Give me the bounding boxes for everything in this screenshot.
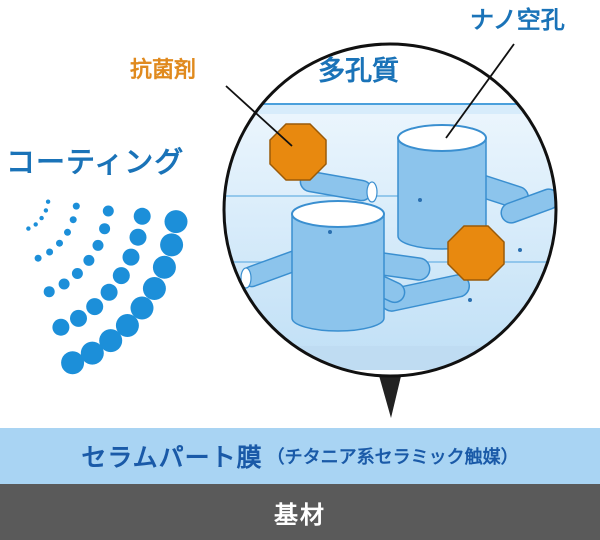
- spray-dot: [43, 208, 49, 213]
- base-label: 基材: [274, 500, 326, 529]
- spray-dot: [92, 239, 104, 251]
- spray-dot: [86, 298, 104, 316]
- spray-dot: [99, 223, 111, 235]
- nanopore-leader: [445, 43, 515, 139]
- coating-label: コーティング: [6, 145, 185, 179]
- spray-dot: [58, 278, 70, 290]
- magnified-lens: [222, 42, 558, 378]
- film-name: セラムパート膜: [81, 443, 263, 472]
- antibacterial-leader: [225, 85, 293, 147]
- film-band: セラムパート膜 （チタニア系セラミック触媒）: [0, 428, 600, 484]
- base-band: 基材: [0, 484, 600, 540]
- dot-spray-icon: [26, 199, 188, 375]
- spray-dot: [26, 226, 31, 231]
- spray-dot: [46, 248, 54, 256]
- pore-cylinder: [397, 124, 487, 250]
- spray-dot: [164, 210, 188, 234]
- spray-dot: [122, 248, 140, 266]
- porous-label: 多孔質: [318, 56, 399, 87]
- spray-dot: [33, 222, 38, 227]
- spray-dot: [130, 296, 154, 320]
- spray-dot: [70, 309, 87, 327]
- spray-dot: [102, 205, 114, 217]
- spray-dot: [83, 254, 95, 266]
- film-description: （チタニア系セラミック触媒）: [266, 447, 519, 468]
- spray-dot: [43, 286, 55, 298]
- spray-dot: [61, 351, 85, 375]
- spray-dot: [152, 255, 176, 279]
- pointer-cone-icon: [378, 372, 402, 418]
- spray-dot: [52, 318, 70, 336]
- spray-dot: [39, 215, 44, 221]
- antibacterial-label: 抗菌剤: [130, 58, 197, 83]
- spray-dot: [112, 267, 130, 285]
- spray-dot: [115, 314, 139, 337]
- octagon-icon: [269, 123, 327, 181]
- spray-dot: [64, 228, 71, 236]
- spray-dot: [71, 268, 83, 279]
- pore-cylinder: [291, 200, 385, 332]
- nanopore-label: ナノ空孔: [470, 6, 565, 34]
- octagon-icon: [447, 225, 505, 281]
- spray-dot: [72, 202, 80, 210]
- spray-dot: [160, 233, 184, 257]
- spray-dot: [100, 283, 118, 301]
- spray-dot: [80, 341, 104, 365]
- spray-dot: [34, 254, 42, 262]
- spray-dot: [69, 216, 77, 224]
- spray-dot: [142, 277, 166, 300]
- spray-dot: [129, 228, 147, 246]
- spray-dot: [99, 329, 123, 353]
- spray-dot: [56, 239, 63, 247]
- spray-dot: [45, 199, 51, 204]
- spray-dot: [133, 207, 151, 225]
